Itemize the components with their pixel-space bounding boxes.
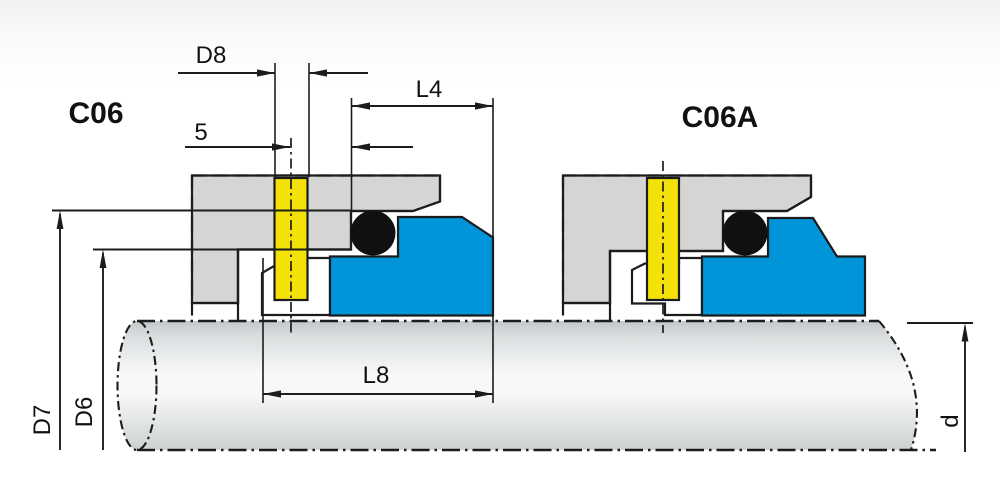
shaft <box>116 319 936 452</box>
shaft-body <box>137 321 917 450</box>
c06-oring <box>350 210 396 256</box>
seal-assembly-c06 <box>190 138 495 334</box>
dim-d7-label: D7 <box>29 405 56 436</box>
dim-l4-arrow-left <box>352 102 370 110</box>
variant-label-c06a: C06A <box>682 101 759 134</box>
c06a-seat <box>700 216 867 317</box>
dim-5-arrow-left <box>352 143 370 151</box>
dim-5-label: 5 <box>194 119 207 146</box>
labels: C06 C06A D8 5 L4 L8 D7 D6 d <box>29 42 964 435</box>
shaft-right-end-arc <box>878 320 918 451</box>
variant-label-c06: C06 <box>68 97 123 130</box>
shaft-left-end-ellipse <box>116 319 158 452</box>
dim-d7-arrow-up <box>56 210 64 229</box>
dimensions <box>52 63 973 452</box>
dim-d6-arrow-up <box>99 249 107 268</box>
dim-5-arrow-right <box>272 143 290 151</box>
c06a-oring <box>722 210 768 256</box>
dim-l8-arrow-right <box>475 390 493 398</box>
dim-l8-label: L8 <box>363 362 390 389</box>
dim-d-arrow-up <box>961 323 969 342</box>
seal-assembly-c06a <box>561 161 867 333</box>
dim-l4-label: L4 <box>416 76 443 103</box>
dim-l4-arrow-right <box>475 102 493 110</box>
dim-d8-label: D8 <box>196 42 227 69</box>
dim-d-label: d <box>937 414 964 427</box>
dim-l8-arrow-left <box>263 390 281 398</box>
c06-elastomer-sleeve <box>273 176 309 302</box>
dim-d8-arrow-right <box>257 69 275 77</box>
dim-d8-arrow-left <box>309 69 327 77</box>
dim-d6-label: D6 <box>71 397 98 428</box>
